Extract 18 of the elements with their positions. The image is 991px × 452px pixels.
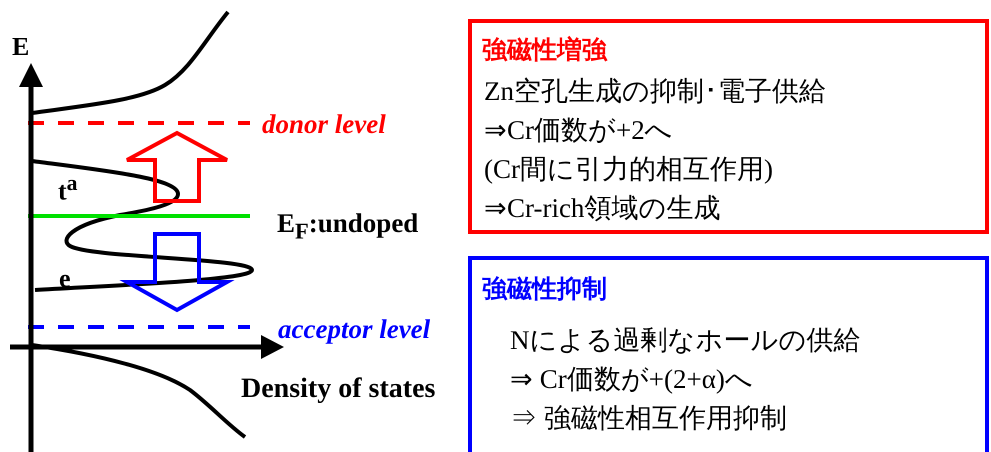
box-heading: 強磁性抑制 xyxy=(482,276,607,301)
level-label: acceptor level xyxy=(278,316,430,343)
text-box xyxy=(468,256,989,452)
box-heading: 強磁性増強 xyxy=(482,37,607,62)
body-text: ⇒Cr-rich領域の生成 xyxy=(484,195,720,222)
level-label: donor level xyxy=(262,111,386,138)
level-label: E$_{F}$:undoped xyxy=(277,210,418,243)
body-text: ⇒Cr価数が+2へ xyxy=(484,117,673,144)
body-text: ⇒ Cr価数が+(2+α)へ xyxy=(510,366,753,393)
axis-label: Density of states xyxy=(241,375,436,403)
body-text: ⇒ 強磁性相互作用抑制 xyxy=(510,405,787,432)
band-label: e xyxy=(59,266,71,292)
body-text: Zn空孔生成の抑制･電子供給 xyxy=(484,78,826,105)
band-label: t$^{a}$ xyxy=(58,173,78,205)
body-text: Nによる過剰なホールの供給 xyxy=(510,327,860,354)
body-text: (Cr間に引力的相互作用) xyxy=(484,156,773,183)
axis-label: E xyxy=(12,34,30,60)
text-box xyxy=(468,19,989,234)
